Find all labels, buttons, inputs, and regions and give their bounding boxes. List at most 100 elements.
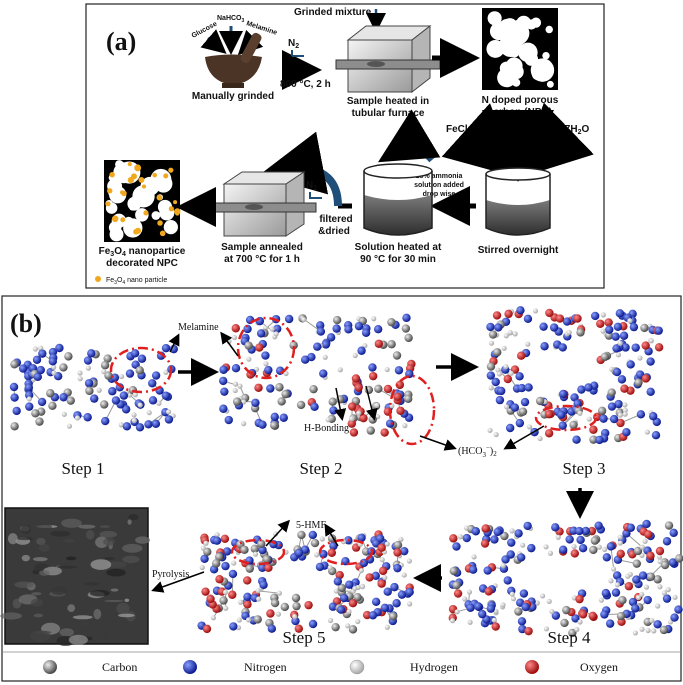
nanoparticle xyxy=(175,211,180,216)
melamine-pointer-2 xyxy=(220,331,239,357)
nitrogen-atom xyxy=(649,412,658,421)
nahco3-label: NaHCO3 xyxy=(217,15,245,24)
step-5-label: Step 5 xyxy=(283,628,326,647)
oxygen-atom xyxy=(201,587,210,596)
nitrogen-atom xyxy=(316,321,325,330)
hydrogen-atom xyxy=(657,584,663,590)
carbon-atom xyxy=(449,566,459,576)
hmf-note: 5-HMF xyxy=(296,520,326,531)
nitrogen-atom xyxy=(646,357,655,366)
carbon-atom xyxy=(46,389,55,398)
nitrogen-atom xyxy=(474,602,483,611)
hydrogen-atom xyxy=(352,352,358,359)
hydrogen-atom xyxy=(314,552,320,558)
legend-nitrogen: Nitrogen xyxy=(244,660,287,674)
carbon-atom xyxy=(597,406,607,416)
furnace-2-tube xyxy=(211,202,317,213)
oxygen-atom xyxy=(644,530,653,539)
hydrogen-atom xyxy=(101,369,107,375)
hydrogen-atom xyxy=(467,619,473,625)
hydrogen-atom xyxy=(382,574,388,581)
pore xyxy=(108,221,122,234)
nitrogen-atom xyxy=(491,377,500,387)
hydrogen-atom xyxy=(200,545,206,551)
nitrogen-atom xyxy=(617,375,627,384)
hydrogen-atom xyxy=(661,590,667,596)
carbon-atom xyxy=(135,366,144,375)
hydrogen-atom xyxy=(615,352,622,358)
hmf-pointer-1 xyxy=(265,519,291,547)
nanoparticle xyxy=(133,228,139,235)
hydrogen-atom xyxy=(327,617,334,624)
hydrogen-atom xyxy=(256,596,262,602)
n2-label-2: N2 xyxy=(306,180,317,192)
nitrogen-atom xyxy=(559,389,568,399)
nitrogen-atom xyxy=(493,527,502,537)
melamine-pointer-1 xyxy=(168,333,180,353)
hydrogen-atom xyxy=(532,308,539,314)
pyrolysis-note: Pyrolysis xyxy=(152,569,189,580)
nitrogen-atom xyxy=(83,356,93,365)
nitrogen-atom xyxy=(609,414,619,424)
nitrogen-atom xyxy=(462,533,471,543)
beaker-stirred: Stirred overnight xyxy=(478,167,559,256)
hydrogen-atom xyxy=(503,333,509,339)
carbon-atom xyxy=(275,383,284,392)
nitrogen-atom xyxy=(573,399,582,408)
sem-grain xyxy=(99,530,118,538)
carbon-atom xyxy=(10,360,19,369)
carbon-atom xyxy=(331,622,340,632)
oxygen-atom xyxy=(481,524,490,533)
carbon-atom xyxy=(404,333,413,343)
sem-grain xyxy=(117,613,135,618)
hydrogen-atom xyxy=(292,614,298,620)
hydrogen-atom xyxy=(407,601,413,607)
hydrogen-atom xyxy=(627,318,633,324)
legend-hydrogen-dot xyxy=(349,659,365,675)
nitrogen-atom xyxy=(521,602,530,612)
nitrogen-atom xyxy=(626,523,635,532)
oxygen-atom xyxy=(578,610,588,619)
nitrogen-atom xyxy=(646,387,655,396)
hydrogen-atom xyxy=(275,611,282,617)
carbon-atom xyxy=(332,315,342,325)
nitrogen-atom xyxy=(486,604,496,613)
oxygen-atom xyxy=(616,418,625,428)
legend-nanoparticle-dot xyxy=(95,276,101,282)
oxygen-atom xyxy=(395,380,405,390)
carbon-atom xyxy=(388,612,398,621)
hydrogen-atom xyxy=(457,534,464,540)
carbon-atom xyxy=(632,559,642,568)
sem-grain xyxy=(56,565,78,569)
hydrogen-atom xyxy=(651,628,657,634)
hydrogen-atom xyxy=(137,402,143,408)
nitrogen-atom xyxy=(549,323,559,332)
nanoparticle xyxy=(159,230,166,237)
hydrogen-atom xyxy=(384,541,390,547)
hydrogen-atom xyxy=(203,540,209,546)
oxygen-atom xyxy=(377,543,386,552)
hydrogen-atom xyxy=(611,566,617,572)
furnace-1-sample xyxy=(367,61,385,67)
nitrogen-atom xyxy=(400,546,409,556)
nitrogen-atom xyxy=(130,349,140,358)
nitrogen-atom xyxy=(284,314,294,324)
oxygen-atom xyxy=(624,582,634,591)
hydrogen-atom xyxy=(199,564,205,571)
mortar-caption: Manually grinded xyxy=(192,91,274,102)
pore xyxy=(487,11,502,26)
nitrogen-atom xyxy=(572,435,581,444)
nitrogen-atom xyxy=(523,314,533,324)
hydrogen-atom xyxy=(96,387,102,393)
hydrogen-atom xyxy=(637,355,643,361)
hco3-pointer-1 xyxy=(419,435,457,451)
carbon-atom xyxy=(353,593,362,602)
hydrogen-atom xyxy=(501,345,507,351)
hydrogen-atom xyxy=(625,573,631,579)
sem-grain xyxy=(21,554,30,562)
hydrogen-atom xyxy=(237,383,243,389)
hydrogen-atom xyxy=(252,551,259,557)
heated-caption-1: Solution heated at xyxy=(355,242,442,253)
nitrogen-atom xyxy=(523,521,532,531)
